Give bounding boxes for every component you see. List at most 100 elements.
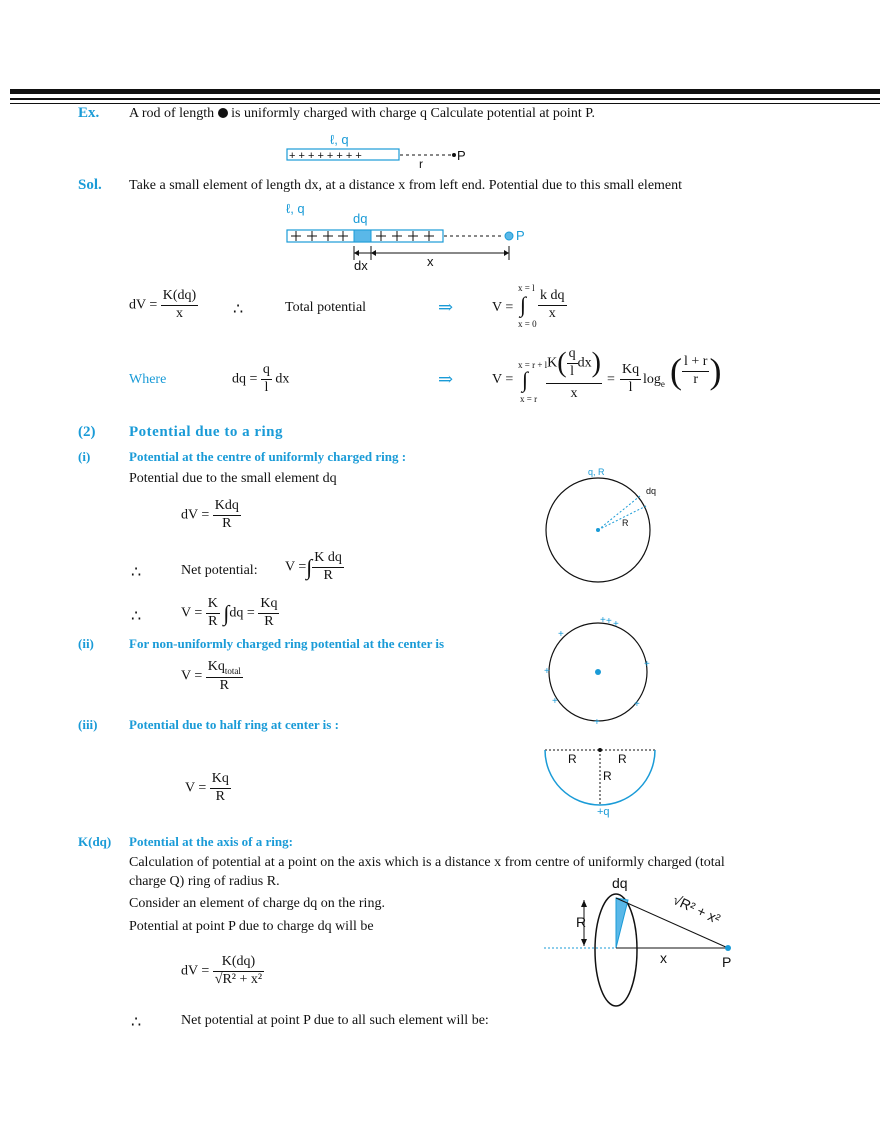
fraction: K(dq)x bbox=[160, 288, 199, 323]
eq-lhs: dV = bbox=[181, 507, 210, 523]
fraction-numerator: q bbox=[566, 346, 578, 364]
fraction-denominator: x bbox=[175, 305, 183, 321]
part-i-desc: Potential due to the small element dq bbox=[129, 471, 337, 486]
fraction-denominator: √R² + x² bbox=[213, 970, 264, 989]
rod2-plus-signs bbox=[291, 231, 434, 241]
net-potential-text: Net potential at point P due to all such… bbox=[181, 1013, 489, 1028]
log-term: loge bbox=[643, 372, 665, 389]
equals-sign: = bbox=[607, 372, 615, 387]
equals-sign: = bbox=[246, 605, 255, 621]
fraction: K(dq)√R² + x² bbox=[212, 954, 265, 989]
implies-arrow-2: ⇒ bbox=[438, 369, 454, 389]
fraction-numerator: K(dq) bbox=[212, 954, 265, 972]
paren-right: ) bbox=[709, 351, 722, 391]
integral2-sign: ∫ bbox=[522, 367, 529, 392]
plus-charge: + bbox=[613, 619, 619, 630]
part-iv-line4: Potential at point P due to charge dq wi… bbox=[129, 919, 374, 934]
eq-lhs: dV = bbox=[129, 297, 158, 313]
axis-p-label: P bbox=[722, 954, 731, 970]
x-label: x bbox=[427, 254, 434, 269]
distance-r-label: r bbox=[419, 157, 423, 171]
nonuniform-ring-figure: + + + + + + + + + bbox=[544, 615, 650, 727]
ring-ellipse bbox=[594, 893, 638, 1007]
point-p2-dot bbox=[504, 231, 514, 241]
arrowhead-icon bbox=[581, 900, 587, 907]
part-ii-title: For non-uniformly charged ring potential… bbox=[129, 636, 445, 651]
part-iv-number: K(dq) bbox=[78, 834, 112, 849]
ring-q-r-label: q, R bbox=[588, 467, 605, 477]
fraction-denominator: R bbox=[222, 515, 232, 531]
sqrt-icon: √ bbox=[214, 971, 223, 987]
fraction-denominator: r bbox=[693, 371, 699, 387]
therefore-symbol-2: ∴ bbox=[131, 564, 142, 581]
rod-label: ℓ, q bbox=[330, 132, 349, 147]
fraction-denominator: l bbox=[570, 363, 574, 379]
rod-rect bbox=[286, 148, 400, 161]
ring2-charges: + + + + + + + + + bbox=[544, 615, 650, 727]
implies-arrow: ⇒ bbox=[438, 297, 454, 317]
fraction-denominator: R bbox=[208, 613, 218, 629]
eq-lhs: V = bbox=[181, 605, 203, 621]
eq-lhs: dV = bbox=[181, 963, 210, 979]
integral-sign: ∫ bbox=[223, 600, 230, 626]
fraction-denominator: l bbox=[264, 379, 269, 395]
plus-charge: + bbox=[552, 696, 558, 707]
ring-axis-figure: dq P x R √R² + x² bbox=[544, 875, 731, 1007]
net-potential-label: Net potential: bbox=[181, 563, 258, 578]
example-text-b: is uniformly charged with charge q Calcu… bbox=[231, 106, 595, 121]
axis-point-p bbox=[725, 945, 731, 951]
where-label: Where bbox=[129, 372, 167, 387]
paren-left: ( bbox=[557, 347, 567, 379]
part-ii-number: (ii) bbox=[78, 636, 94, 651]
fraction-numerator: Kdq bbox=[212, 498, 241, 516]
fraction-numerator: Kqtotal bbox=[205, 659, 243, 678]
ring-center-dot bbox=[596, 528, 600, 532]
ring2-center-dot bbox=[595, 669, 601, 675]
section-title: Potential due to a ring bbox=[129, 424, 283, 440]
header-rule-thick bbox=[10, 89, 880, 94]
paren-left: ( bbox=[670, 351, 682, 391]
fraction-numerator: Kq bbox=[620, 362, 642, 380]
rod-pluses: + + + + + + + + bbox=[289, 150, 362, 162]
dx-label: dx bbox=[354, 258, 368, 273]
rod-figure: ℓ, q + + + + + + + + P r bbox=[286, 132, 466, 171]
dx-text: dx bbox=[577, 355, 592, 371]
axis-sqrt-label: √R² + x² bbox=[671, 891, 723, 927]
integral2-upper: x = r + l bbox=[518, 360, 548, 370]
ring-figure: q, R dq R bbox=[545, 467, 656, 583]
arrowhead-icon bbox=[504, 250, 509, 256]
dq-label: dq bbox=[353, 211, 367, 226]
eq-lhs: V = bbox=[181, 668, 203, 684]
fraction-numerator: K bbox=[205, 596, 220, 614]
arrowhead-icon bbox=[371, 250, 376, 256]
fraction-numerator: l + r bbox=[682, 354, 710, 372]
plus-charge: + bbox=[600, 615, 606, 626]
v-lhs: V = bbox=[492, 300, 514, 315]
kq-text: Kq bbox=[207, 659, 225, 674]
header-rule-mid bbox=[10, 98, 880, 100]
part-iv-line2: charge Q) ring of radius R. bbox=[129, 874, 280, 889]
dx-text: dx bbox=[275, 371, 290, 387]
plus-charge: + bbox=[544, 666, 550, 677]
log-base: e bbox=[660, 378, 665, 389]
paren-right: ) bbox=[591, 347, 601, 379]
dq-lhs: dq = bbox=[232, 371, 258, 387]
ring-radius-1 bbox=[597, 495, 641, 531]
integral-upper: x = l bbox=[518, 283, 535, 293]
bullet-icon bbox=[217, 108, 228, 118]
